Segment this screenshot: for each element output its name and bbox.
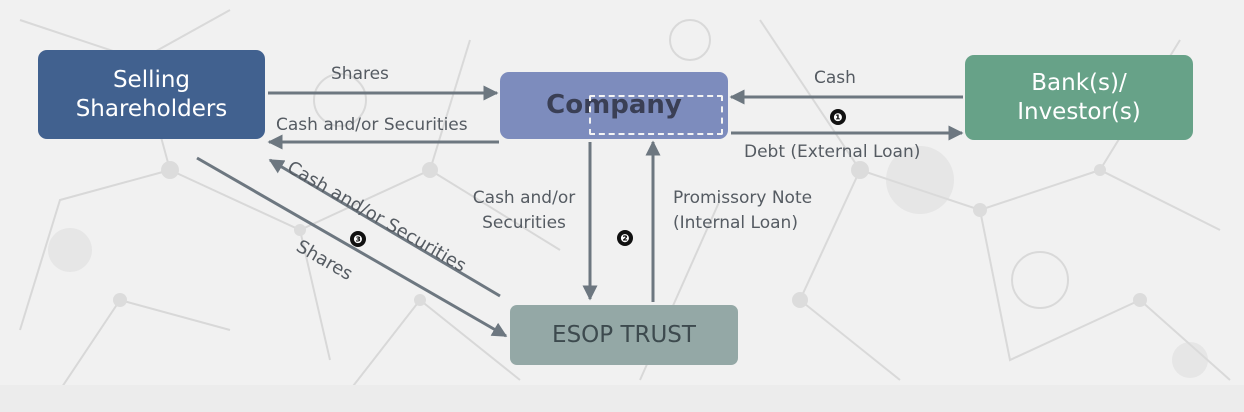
company-node: Company <box>500 72 728 139</box>
bank-investor-line2: Investor(s) <box>1017 98 1141 125</box>
step-marker-1-text: ❶ <box>833 110 843 124</box>
arrow-esop-to-sellers <box>268 158 501 298</box>
label-cash-securities-top: Cash and/or Securities <box>276 115 468 135</box>
company-label: Company <box>546 90 682 121</box>
step-marker-3-text: ❸ <box>353 232 363 246</box>
label-promissory-line2: (Internal Loan) <box>673 212 798 233</box>
bottom-band <box>0 385 1244 412</box>
label-shares-top: Shares <box>331 64 389 84</box>
bank-investor-line1: Bank(s)/ <box>1031 69 1127 96</box>
label-promissory-line1: Promissory Note <box>673 188 813 208</box>
selling-shareholders-line2: Shareholders <box>75 95 228 122</box>
esop-trust-label: ESOP TRUST <box>552 321 696 348</box>
step-marker-1: ❶ <box>830 109 846 125</box>
label-cash-securities-vertical-line2: Securities <box>482 212 566 233</box>
bank-investor-node: Bank(s)/ Investor(s) <box>965 55 1193 140</box>
step-marker-2: ❷ <box>617 230 633 246</box>
step-marker-2-text: ❷ <box>620 231 630 245</box>
label-cash-securities-vertical: Cash and/or Securities <box>462 186 586 235</box>
label-debt: Debt (External Loan) <box>744 142 921 162</box>
selling-shareholders-line1: Selling <box>112 66 191 93</box>
label-promissory-note: Promissory Note (Internal Loan) <box>673 186 812 235</box>
selling-shareholders-node: Selling Shareholders <box>38 50 265 139</box>
step-marker-3: ❸ <box>350 231 366 247</box>
arrow-sellers-to-esop <box>196 156 508 338</box>
esop-trust-node: ESOP TRUST <box>510 305 738 365</box>
label-cash-securities-vertical-line1: Cash and/or <box>472 188 576 208</box>
label-cash: Cash <box>814 68 856 88</box>
